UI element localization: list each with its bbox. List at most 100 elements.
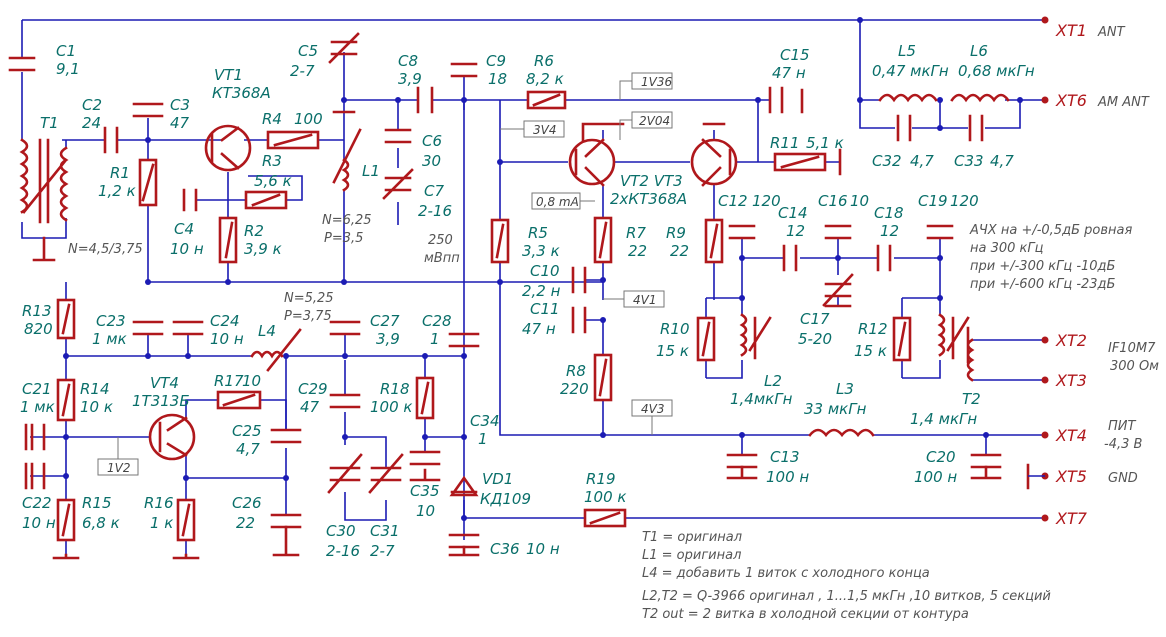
label-c26-ref: C26 [232,494,262,512]
label-c17-ref: C17 [800,310,830,328]
label-c14-val: 12 [786,222,805,240]
terminal-xt7: XT7 [1055,509,1088,528]
afc-note-line-2: на 300 кГц [970,241,1044,256]
label-c1-ref: C1 [56,42,76,60]
label-c19-val: 120 [950,192,979,210]
label-r2-val: 3,9 к [244,240,282,258]
label-r6-val: 8,2 к [526,70,564,88]
label-r18-ref: R18 [380,380,410,398]
label-c4-val: 10 н [170,240,204,258]
label-r4-ref: R4 [262,110,282,128]
label-c34-val: 1 [478,430,488,448]
label-r6-ref: R6 [534,52,554,70]
label-c2-val: 24 [82,114,101,132]
label-c3-ref: C3 [170,96,190,114]
label-c20-ref: C20 [926,448,956,466]
note-line-2: L1 = оригинал [642,548,741,563]
label-t1-ref: T1 [40,114,59,132]
label-l4-pitch: P=3,75 [284,309,332,324]
tp-mvpp: мВпп [424,251,460,266]
label-r14-ref: R14 [80,380,110,398]
label-r16-ref: R16 [144,494,174,512]
tp-4v3: 4V3 [641,402,664,416]
label-r13-val: 820 [24,320,53,338]
terminal-xt4-label: ПИТ [1108,419,1137,434]
terminal-xt5: XT5 [1055,467,1087,486]
label-c7-ref: C7 [424,182,444,200]
label-c21-ref: C21 [22,380,52,398]
label-l5-ref: L5 [898,42,916,60]
label-c35-ref: C35 [410,482,440,500]
label-vt4-ref: VT4 [150,374,179,392]
label-c15-ref: C15 [780,46,810,64]
label-c6-val: 30 [422,152,441,170]
label-c33-ref: C33 [954,152,984,170]
label-r7-val: 22 [628,242,647,260]
label-vd1-val: КД109 [480,490,531,508]
label-c13-val: 100 н [766,468,809,486]
label-l2-val: 1,4мкГн [730,390,793,408]
label-r15-ref: R15 [82,494,112,512]
tp-2v04: 2V04 [639,114,670,128]
tp-1v36: 1V36 [641,75,672,89]
label-c1-val: 9,1 [56,60,80,78]
label-c5-ref: C5 [298,42,318,60]
label-c7-val: 2-16 [418,202,452,220]
label-r15-val: 6,8 к [82,514,120,532]
label-r12-ref: R12 [858,320,888,338]
note-line-4: L2,T2 = Q-3966 оригинал , 1...1,5 мкГн ,… [642,589,1051,604]
label-c34-ref: C34 [470,412,500,430]
label-c6-ref: C6 [422,132,442,150]
label-c10-val: 2,2 н [522,282,561,300]
label-r14-val: 10 к [80,398,113,416]
label-l1-ref: L1 [362,162,380,180]
tp-0-8ma: 0,8 mA [536,195,579,209]
terminal-xt2-label: IF10M7 [1108,341,1156,356]
terminal-xt2: XT2 [1055,331,1087,350]
label-r4-val: 100 [294,110,323,128]
label-vd1-ref: VD1 [482,470,513,488]
label-c9-val: 18 [488,70,507,88]
label-c28-val: 1 [430,330,440,348]
label-vt1-ref: VT1 [214,66,243,84]
label-c12-ref: C12 [718,192,748,210]
label-c8-ref: C8 [398,52,418,70]
label-c17-val: 5-20 [798,330,832,348]
label-l6-val: 0,68 мкГн [958,62,1035,80]
component-symbols [8,32,1030,560]
label-c35-val: 10 [416,502,435,520]
label-c11-val: 47 н [522,320,556,338]
note-line-5: T2 out = 2 витка в холодной секции от ко… [642,607,969,622]
label-c12-val: 120 [752,192,781,210]
label-c25-ref: C25 [232,422,262,440]
label-r8-ref: R8 [566,362,586,380]
label-r11-ref: R11 [770,134,800,152]
label-c2-ref: C2 [82,96,102,114]
frequency-response-note: АЧХ на +/-0,5дБ ровная на 300 кГц при +/… [969,223,1132,292]
component-labels: C1 9,1 T1 N=4,5/3,75 C2 24 C3 47 R1 1,2 … [20,42,1035,560]
label-t1-val: N=4,5/3,75 [68,242,143,257]
label-l3-val: 33 мкГн [804,400,867,418]
label-c5-val: 2-7 [290,62,315,80]
label-c16-val: 10 [850,192,869,210]
label-c13-ref: C13 [770,448,800,466]
label-c28-ref: C28 [422,312,452,330]
afc-note-line-4: при +/-600 кГц -23дБ [970,277,1116,292]
label-c4-ref: C4 [174,220,194,238]
label-c23-ref: C23 [96,312,126,330]
label-vt2-vt3-ref: VT2 VT3 [620,172,683,190]
label-c24-val: 10 н [210,330,244,348]
assembly-notes: Т1 = оригинал L1 = оригинал L4 = добавит… [642,530,1051,622]
terminal-xt5-label: GND [1108,471,1138,486]
label-r11-val: 5,1 к [806,134,844,152]
afc-note-line-1: АЧХ на +/-0,5дБ ровная [969,223,1132,238]
label-c32-val: 4,7 [910,152,934,170]
label-c3-val: 47 [170,114,190,132]
label-c33-val: 4,7 [990,152,1014,170]
label-r13-ref: R13 [22,302,52,320]
label-c27-ref: C27 [370,312,400,330]
wires [21,19,1045,555]
label-r2-ref: R2 [244,222,264,240]
label-c18-val: 12 [880,222,899,240]
